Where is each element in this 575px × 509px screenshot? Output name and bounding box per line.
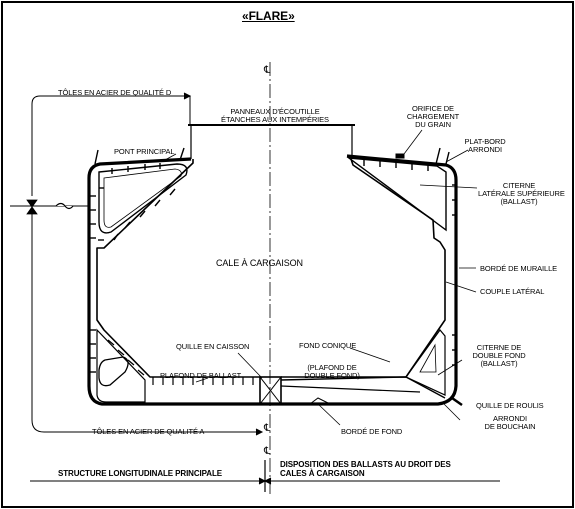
label-plafond-db-1: (PLAFOND DE — [307, 363, 357, 372]
inner-hull-outline — [96, 155, 446, 378]
label-fond-conique: FOND CONIQUE — [299, 341, 357, 350]
label-platbord-2: ARRONDI — [468, 145, 502, 154]
bulwark-post-left — [94, 149, 99, 165]
right-hopper-tank — [405, 329, 446, 396]
grain-orifice — [395, 153, 405, 159]
label-citerne-df-1: CITERNE DE — [476, 343, 522, 352]
label-couple: COUPLE LATÉRAL — [480, 287, 545, 296]
label-platbord-1: PLAT-BORD — [464, 137, 506, 146]
bulwark-post-right — [435, 147, 441, 165]
label-panneaux-1: PANNEAUX D'ÉCOUTILLE — [230, 107, 320, 116]
box-keel-diag-2 — [259, 376, 282, 405]
label-borde-fond: BORDÉ DE FOND — [341, 427, 403, 436]
label-citerne-df-3: (BALLAST) — [480, 359, 518, 368]
label-borde-muraille: BORDÉ DE MURAILLE — [480, 264, 558, 273]
label-disposition-1: DISPOSITION DES BALLASTS AU DROIT DES — [280, 460, 451, 469]
label-arrondi-2: DE BOUCHAIN — [484, 422, 536, 431]
title-arrow-right — [263, 477, 272, 485]
toles-d-arrow — [183, 92, 192, 100]
box-keel — [259, 376, 282, 405]
left-stiffeners — [89, 163, 176, 373]
bilge-keel — [451, 396, 463, 407]
toles-a-leader — [31, 419, 262, 433]
tank-top-line — [280, 385, 421, 393]
label-orifice-2: CHARGEMENT — [406, 112, 460, 121]
double-bottom-floors — [152, 377, 254, 385]
label-plafond-db-2: DOUBLE FOND) — [304, 371, 360, 380]
label-structure: STRUCTURE LONGITUDINALE PRINCIPALE — [58, 469, 223, 478]
label-orifice-1: ORIFICE DE — [412, 104, 454, 113]
right-stiffeners — [363, 160, 457, 366]
centerline-symbol-top: ℄ — [264, 65, 271, 76]
label-toles-d: TÔLES EN ACIER DE QUALITÉ D — [58, 88, 172, 97]
label-quille-roulis: QUILLE DE ROULIS — [476, 401, 544, 410]
callout-leaders — [164, 129, 478, 426]
label-citerne-sup-1: CITERNE — [502, 181, 536, 190]
break-arrow-up — [26, 206, 38, 215]
label-citerne-sup-2: LATÉRALE SUPÉRIEURE — [478, 189, 565, 198]
label-citerne-sup-3: (BALLAST) — [500, 197, 538, 206]
label-toles-a: TÔLES EN ACIER DE QUALITÉ A — [92, 427, 205, 436]
label-plafond-ballast: PLAFOND DE BALLAST — [160, 371, 242, 380]
left-hopper-stiffeners — [107, 339, 145, 376]
label-cale: CALE À CARGAISON — [216, 258, 303, 268]
label-citerne-df-2: DOUBLE FOND — [472, 351, 526, 360]
upper-wing-tank-left — [98, 163, 188, 234]
hatch-cover — [190, 124, 353, 159]
centerline-symbol-titles: ℄ — [264, 446, 271, 457]
centerline-symbol-bottom: ℄ — [264, 423, 271, 434]
upper-wing-tank-left-inner — [103, 168, 182, 228]
label-panneaux-2: ÉTANCHES AUX INTEMPÉRIES — [221, 115, 329, 124]
toles-d-leader-2 — [188, 95, 191, 125]
bottom-plating-detail — [309, 397, 331, 405]
break-symbol — [55, 202, 74, 210]
upper-wing-tank-right — [346, 157, 447, 232]
hull-outline — [87, 154, 458, 406]
bulwark-post-left-2 — [179, 147, 185, 161]
label-arrondi-1: ARRONDI — [493, 414, 527, 423]
right-hopper-inner — [419, 343, 437, 373]
label-pont: PONT PRINCIPAL — [114, 147, 175, 156]
left-hopper-opening — [98, 356, 129, 387]
toles-d-leader — [31, 95, 188, 196]
label-disposition-2: CALES À CARGAISON — [280, 469, 365, 478]
left-hopper-tank — [96, 328, 146, 403]
label-orifice-3: DU GRAIN — [415, 120, 451, 129]
label-quille-caisson: QUILLE EN CAISSON — [176, 342, 250, 351]
diagram-title: «FLARE» — [242, 9, 295, 23]
break-arrow-down — [26, 199, 38, 208]
toles-a-arrow — [255, 428, 264, 436]
